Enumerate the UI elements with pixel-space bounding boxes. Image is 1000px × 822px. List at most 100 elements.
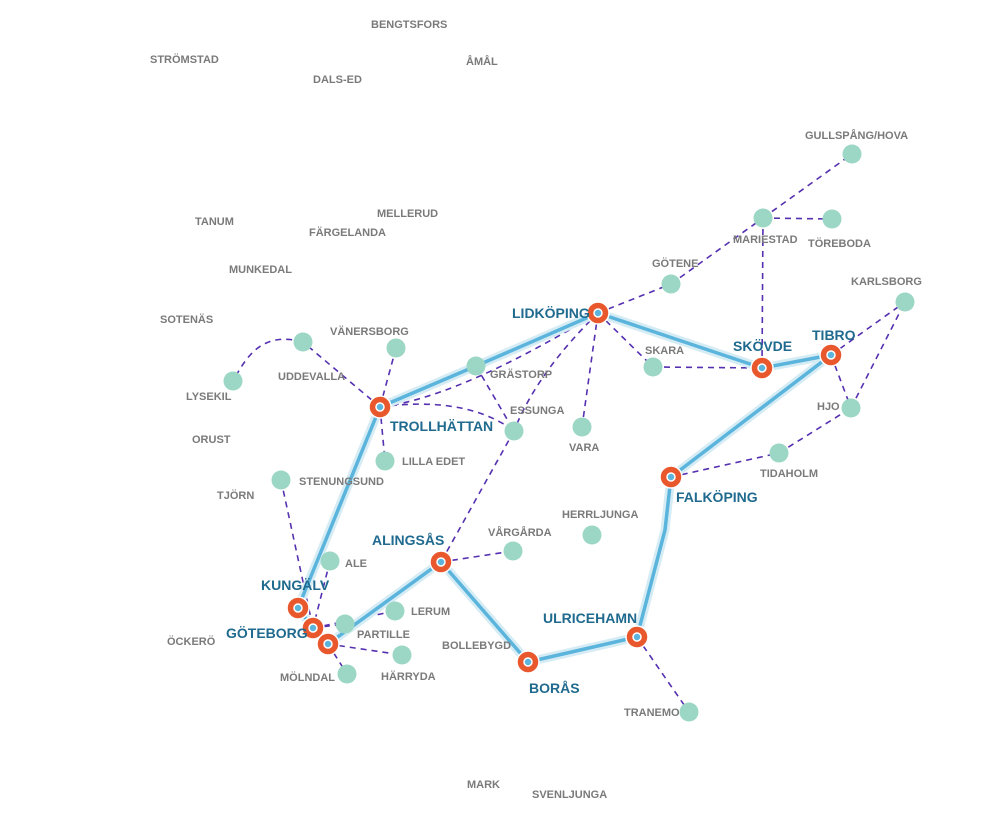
stop-vanersborg[interactable] <box>386 338 406 358</box>
label-tidaholm: TIDAHOLM <box>760 468 818 480</box>
place-ockero: ÖCKERÖ <box>167 635 216 648</box>
station-tibro[interactable] <box>819 343 843 367</box>
label-herrljunga: HERRLJUNGA <box>562 509 638 521</box>
stop-tranemo[interactable] <box>679 702 699 722</box>
station-alingsas[interactable] <box>429 550 453 574</box>
label-harryda: HÄRRYDA <box>381 670 436 683</box>
label-lidkoping: LIDKÖPING <box>512 305 590 321</box>
label-lysekil: LYSEKIL <box>186 391 232 403</box>
label-gotene: GÖTENE <box>652 257 698 270</box>
label-skara: SKARA <box>645 345 684 357</box>
label-goteborg: GÖTEBORG <box>226 625 308 641</box>
label-falkoping: FALKÖPING <box>676 489 758 505</box>
place-labels: BENGTSFORS STRÖMSTAD ÅMÅL DALS-ED TANUM … <box>150 19 607 801</box>
label-kungalv: KUNGÄLV <box>261 577 330 593</box>
label-gullspang: GULLSPÅNG/HOVA <box>805 129 908 142</box>
stop-partille[interactable] <box>335 614 355 634</box>
stop-gullspang[interactable] <box>842 144 862 164</box>
label-stenungsund: STENUNGSUND <box>299 476 384 488</box>
feeder-mariestad-toreboda <box>762 217 833 220</box>
place-bengtsfors: BENGTSFORS <box>371 19 447 31</box>
feeder-grastorp-essunga <box>475 365 515 432</box>
label-uddevalla: UDDEVALLA <box>278 371 345 383</box>
feeder-mariestad-gullspang <box>762 153 853 219</box>
stop-stenungsund[interactable] <box>271 470 291 490</box>
stop-ale[interactable] <box>320 551 340 571</box>
stop-skara[interactable] <box>643 357 663 377</box>
stop-herrljunga[interactable] <box>582 525 602 545</box>
place-munkedal: MUNKEDAL <box>229 264 292 276</box>
stop-molndal[interactable] <box>337 664 357 684</box>
feeder-skara-skovde <box>652 366 763 369</box>
station-goteborg-east[interactable] <box>316 632 340 656</box>
stop-hjo[interactable] <box>841 398 861 418</box>
label-lilla-edet: LILLA EDET <box>402 456 465 468</box>
stop-harryda[interactable] <box>392 645 412 665</box>
label-karlsborg: KARLSBORG <box>851 276 922 288</box>
stop-lysekil[interactable] <box>223 371 243 391</box>
feeder-goteborg-harryda <box>327 643 403 656</box>
label-skovde: SKÖVDE <box>733 338 792 354</box>
station-falkoping[interactable] <box>659 465 683 489</box>
station-lidkoping[interactable] <box>586 301 610 325</box>
feeder-essunga-alingsas <box>440 430 515 563</box>
label-boras: BORÅS <box>529 680 580 696</box>
feeder-goteborg-lerum <box>312 610 396 629</box>
feeder-alingsas-vargarda <box>440 550 514 563</box>
label-vargarda: VÅRGÅRDA <box>488 526 552 539</box>
feeder-trollhattan-uddevalla <box>302 341 381 408</box>
label-mariestad: MARIESTAD <box>733 234 798 246</box>
label-grastorp: GRÄSTORP <box>490 368 552 381</box>
feeder-ulricehamn-tranemo <box>636 636 690 713</box>
place-sotenas: SOTENÄS <box>160 313 213 326</box>
label-toreboda: TÖREBODA <box>808 237 871 250</box>
stop-lerum[interactable] <box>385 601 405 621</box>
station-skovde[interactable] <box>750 356 774 380</box>
place-svenljunga: SVENLJUNGA <box>532 789 607 801</box>
label-essunga: ESSUNGA <box>510 405 564 417</box>
place-dals-ed: DALS-ED <box>313 74 362 86</box>
label-vara: VARA <box>569 442 599 454</box>
stop-uddevalla[interactable] <box>293 332 313 352</box>
place-mellerud: MELLERUD <box>377 208 438 220</box>
stop-lilla-edet[interactable] <box>375 451 395 471</box>
stop-essunga[interactable] <box>504 421 524 441</box>
feeder-tibro-karlsborg <box>830 301 906 356</box>
place-tanum: TANUM <box>195 216 234 228</box>
minor-stops <box>223 144 915 722</box>
station-goteborg[interactable] <box>301 616 325 640</box>
stop-tidaholm[interactable] <box>769 443 789 463</box>
station-trollhattan[interactable] <box>368 395 392 419</box>
major-station-labels: LIDKÖPING TROLLHÄTTAN SKÖVDE TIBRO FALKÖ… <box>226 305 856 696</box>
place-stromstad: STRÖMSTAD <box>150 53 219 66</box>
minor-stop-labels: GULLSPÅNG/HOVA MARIESTAD TÖREBODA GÖTENE… <box>186 129 922 719</box>
stop-vargarda[interactable] <box>503 541 523 561</box>
label-tibro: TIBRO <box>812 327 856 343</box>
place-fargelanda: FÄRGELANDA <box>309 226 386 239</box>
feeder-mariestad-skovde <box>761 217 764 369</box>
feeder-hjo-karlsborg <box>850 301 906 409</box>
label-ulricehamn: ULRICEHAMN <box>543 610 637 626</box>
stop-toreboda[interactable] <box>822 209 842 229</box>
station-ulricehamn[interactable] <box>625 625 649 649</box>
feeder-lidkoping-vara <box>581 312 599 428</box>
feeder-lidkoping-gotene <box>597 283 672 314</box>
station-kungalv[interactable] <box>286 596 310 620</box>
stop-gotene[interactable] <box>661 274 681 294</box>
stop-karlsborg[interactable] <box>895 292 915 312</box>
place-tjorn: TJÖRN <box>217 489 254 502</box>
major-stations <box>286 301 843 674</box>
stop-grastorp[interactable] <box>466 356 486 376</box>
label-partille: PARTILLE <box>357 629 410 641</box>
place-orust: ORUST <box>192 434 231 446</box>
place-bollebygd: BOLLEBYGD <box>442 640 511 652</box>
stop-mariestad[interactable] <box>753 208 773 228</box>
station-boras[interactable] <box>516 650 540 674</box>
stop-vara[interactable] <box>572 417 592 437</box>
label-hjo: HJO <box>817 401 840 413</box>
feeder-trollhattan-essunga <box>379 403 515 432</box>
label-molndal: MÖLNDAL <box>280 671 335 684</box>
label-ale: ALE <box>345 558 367 570</box>
feeder-tidaholm-hjo <box>778 407 852 454</box>
